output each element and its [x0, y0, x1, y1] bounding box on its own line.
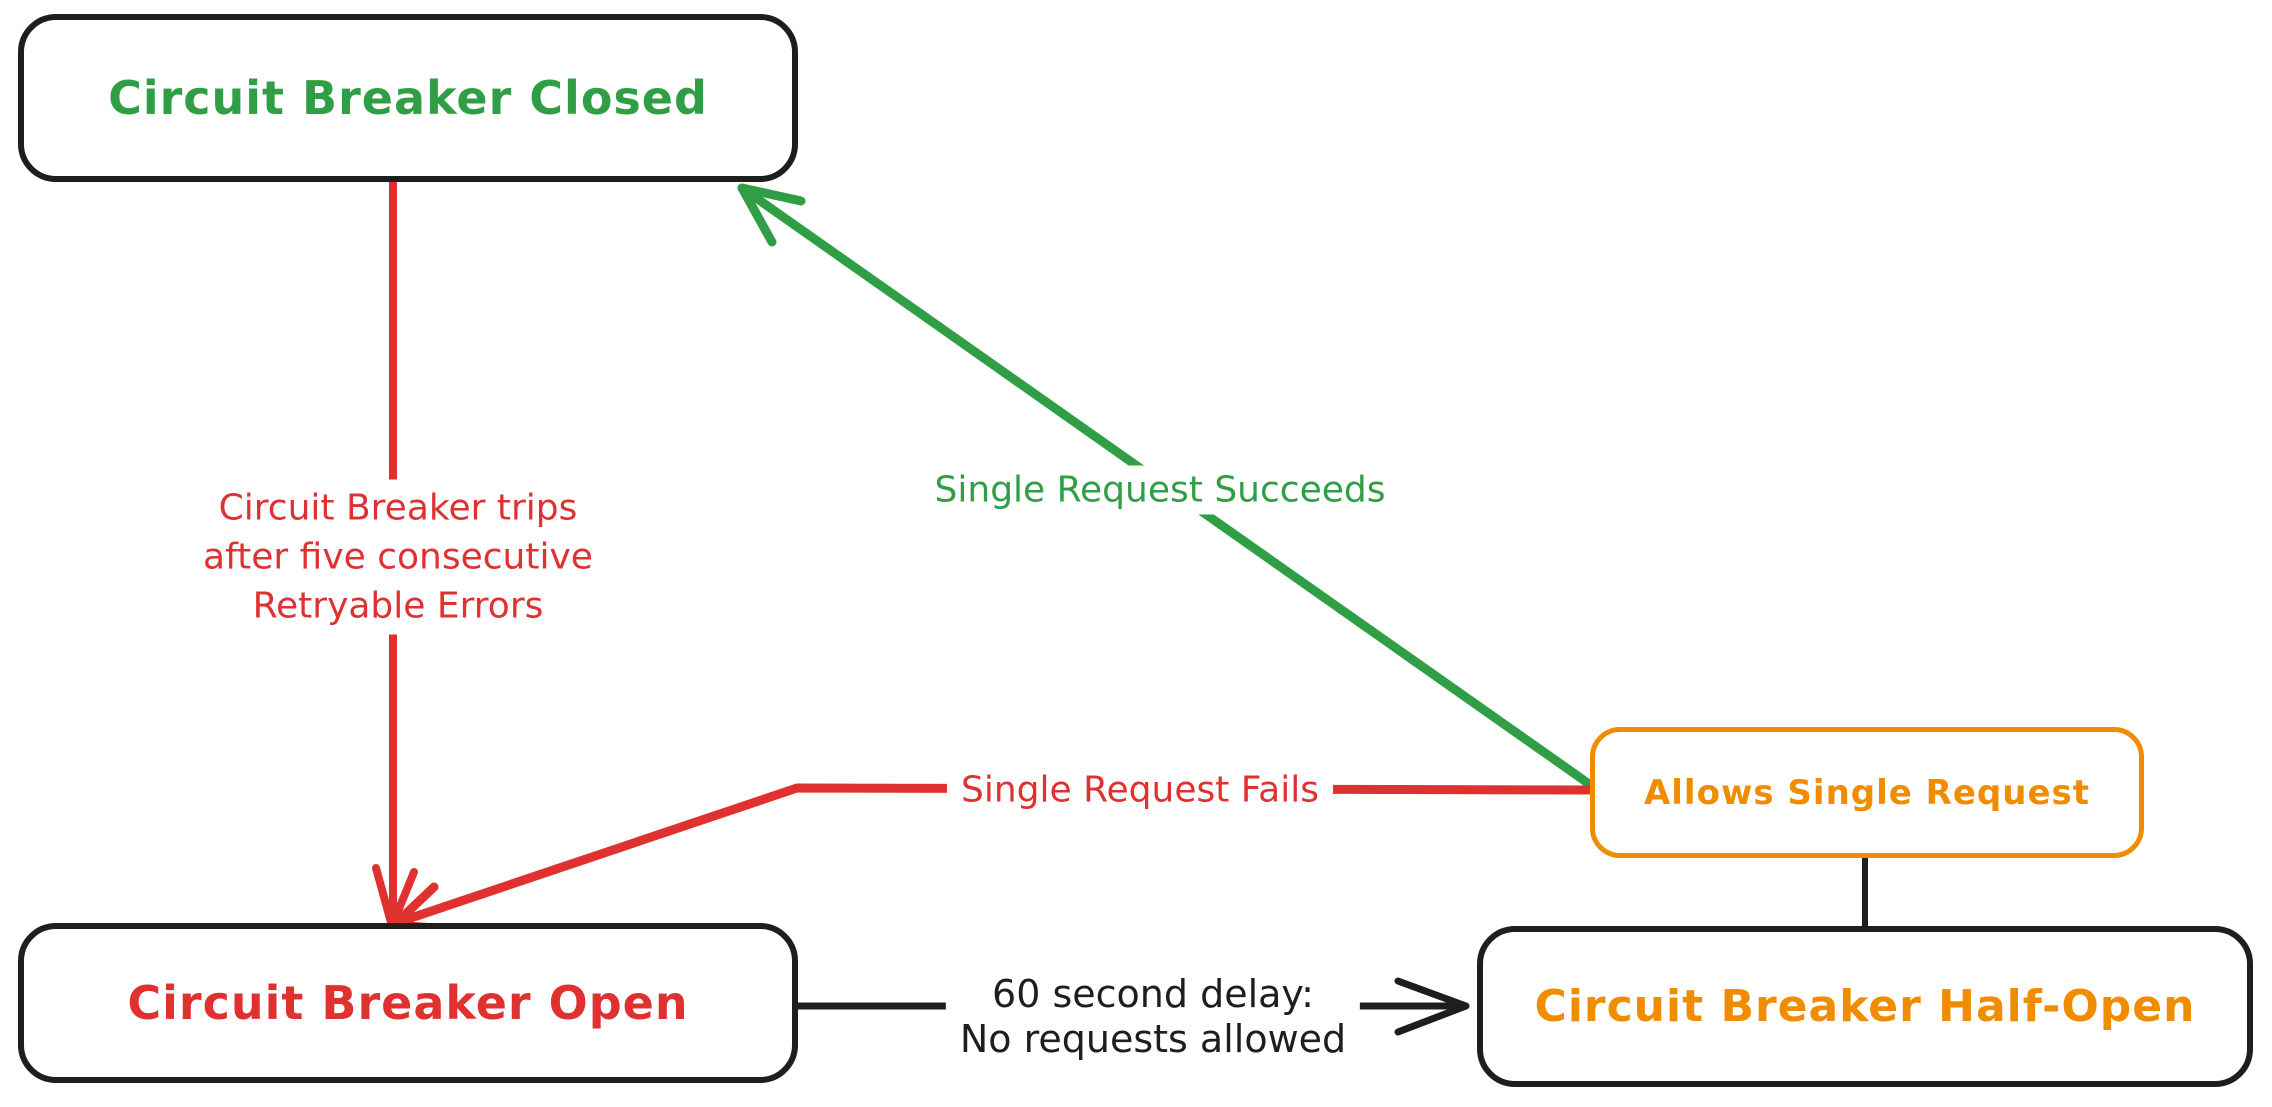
node-circuit-breaker-open: Circuit Breaker Open	[18, 923, 798, 1083]
trips-edge-label-line1: Circuit Breaker trips	[218, 487, 578, 529]
trips-arrowhead-icon	[372, 864, 418, 930]
trips-edge-label-line3: Retryable Errors	[252, 585, 544, 627]
delay-edge-label: 60 second delay: No requests allowed	[945, 968, 1361, 1066]
delay-edge-label-line1: 60 second delay:	[992, 972, 1314, 1016]
node-circuit-breaker-half-open-label: Circuit Breaker Half-Open	[1534, 981, 2196, 1032]
trips-edge-label: Circuit Breaker trips after five consecu…	[189, 479, 607, 635]
succeeds-arrowhead-icon	[737, 183, 806, 247]
succeeds-edge-label: Single Request Succeeds	[920, 465, 1400, 515]
node-circuit-breaker-open-label: Circuit Breaker Open	[127, 976, 689, 1030]
node-allows-single-request-label: Allows Single Request	[1643, 772, 2091, 813]
delay-edge-label-line2: No requests allowed	[959, 1017, 1347, 1061]
node-circuit-breaker-half-open: Circuit Breaker Half-Open	[1477, 926, 2253, 1087]
fails-edge-label: Single Request Fails	[946, 765, 1334, 815]
node-allows-single-request: Allows Single Request	[1590, 727, 2144, 858]
trips-edge-label-line2: after five consecutive	[203, 536, 593, 578]
node-circuit-breaker-closed: Circuit Breaker Closed	[18, 14, 798, 182]
node-circuit-breaker-closed-label: Circuit Breaker Closed	[108, 71, 708, 125]
delay-arrowhead-icon	[1394, 977, 1470, 1036]
